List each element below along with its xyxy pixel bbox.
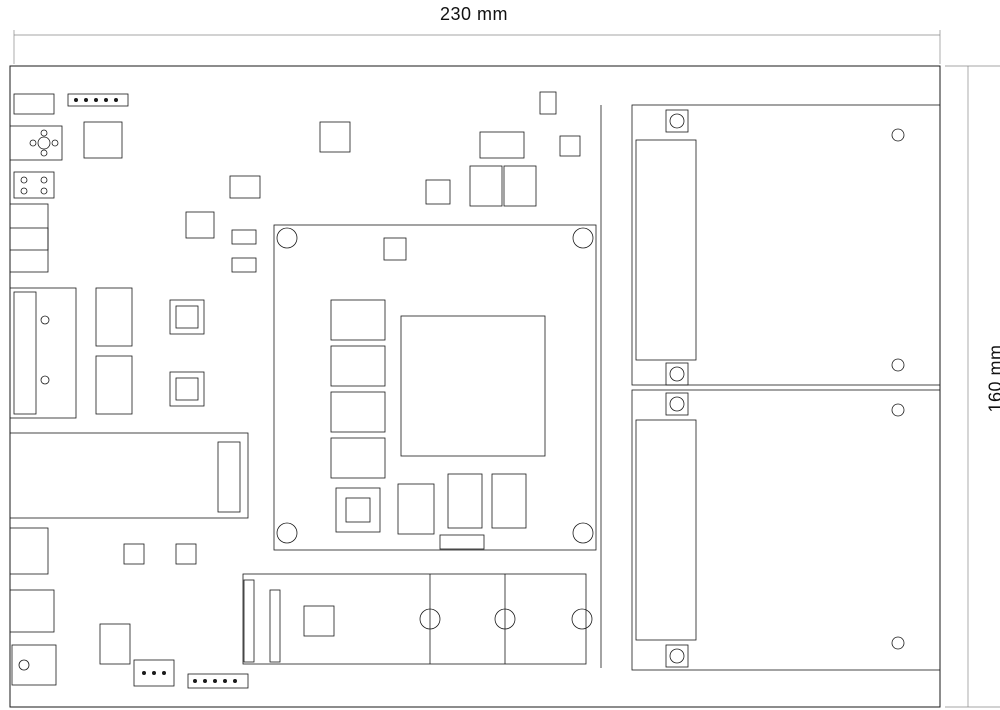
ddr-memory-chips	[330, 299, 386, 479]
som-module	[273, 224, 597, 551]
bottom-expansion-board	[242, 573, 587, 665]
board-outline	[9, 65, 941, 708]
dimension-lines	[13, 30, 1000, 708]
right-module-slot-bottom	[631, 389, 941, 671]
right-module-slot-top	[631, 104, 941, 386]
small-components	[13, 91, 581, 689]
bga-chip	[400, 315, 546, 457]
left-edge-connectors	[9, 125, 249, 686]
pin-rows	[74, 98, 237, 683]
board-width-dimension-label: 230 mm	[440, 4, 509, 24]
